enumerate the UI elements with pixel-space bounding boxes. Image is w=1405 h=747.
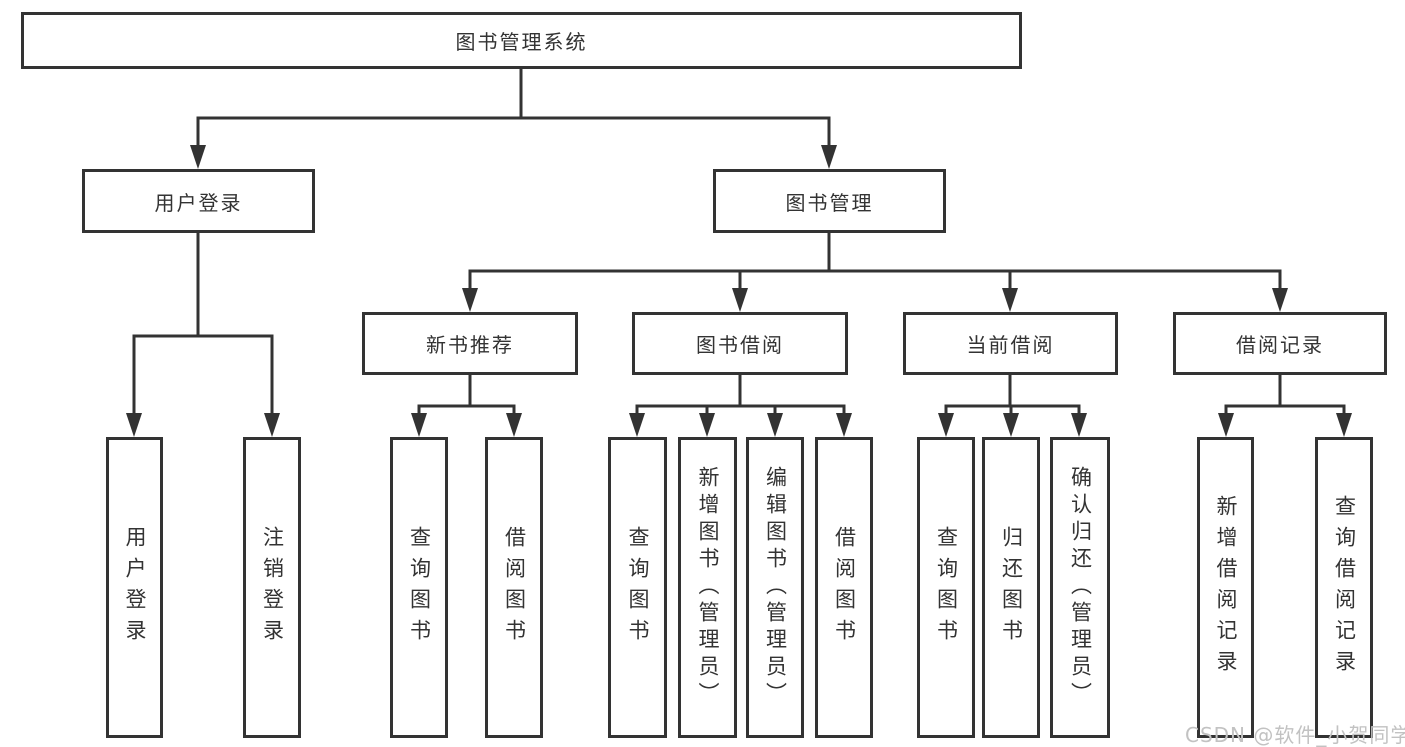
leaf-query-books-borrowing: 查询图书 bbox=[608, 437, 667, 738]
leaf-query-books-current: 查询图书 bbox=[917, 437, 975, 738]
arrowheads bbox=[126, 145, 1352, 437]
node-user-login: 用户登录 bbox=[82, 169, 315, 233]
node-current-borrowing: 当前借阅 bbox=[903, 312, 1118, 375]
leaf-user-login: 用户登录 bbox=[106, 437, 163, 738]
leaf-query-borrow-record: 查询借阅记录 bbox=[1315, 437, 1373, 738]
leaf-logout-login: 注销登录 bbox=[243, 437, 301, 738]
leaf-add-books-admin: 新增图书（管理员） bbox=[678, 437, 737, 738]
leaf-confirm-return-admin: 确认归还（管理员） bbox=[1050, 437, 1110, 738]
leaf-borrow-books-borrowing: 借阅图书 bbox=[815, 437, 873, 738]
node-borrowing-records: 借阅记录 bbox=[1173, 312, 1387, 375]
leaf-add-borrow-record: 新增借阅记录 bbox=[1197, 437, 1254, 738]
watermark-text: CSDN @软件_小贺同学 bbox=[1185, 723, 1405, 747]
leaf-edit-books-admin: 编辑图书（管理员） bbox=[746, 437, 804, 738]
node-book-borrowing: 图书借阅 bbox=[632, 312, 848, 375]
node-library-management-system: 图书管理系统 bbox=[21, 12, 1022, 69]
node-book-management: 图书管理 bbox=[713, 169, 946, 233]
node-new-book-recommendation: 新书推荐 bbox=[362, 312, 578, 375]
leaf-query-books-recommend: 查询图书 bbox=[390, 437, 448, 738]
leaf-borrow-books-recommend: 借阅图书 bbox=[485, 437, 543, 738]
leaf-return-books: 归还图书 bbox=[982, 437, 1040, 738]
